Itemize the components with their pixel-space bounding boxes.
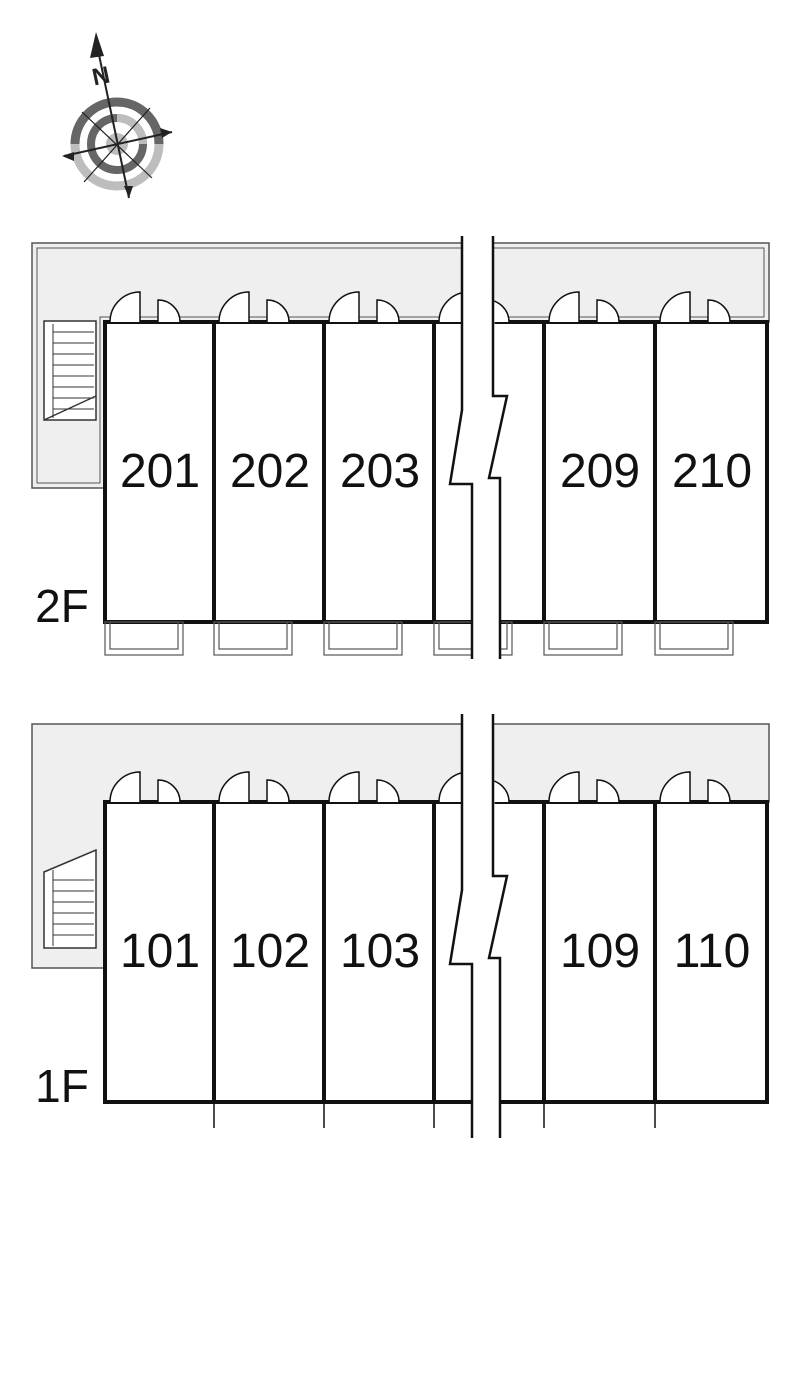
floor-1f: 101 102 103 109 110 1F — [31, 714, 770, 1138]
omission-break-1f — [448, 714, 509, 1138]
unit-209: 209 — [560, 445, 640, 498]
staircase-1f — [43, 848, 97, 949]
staircase-2f — [43, 320, 97, 421]
floor-label-1f: 1F — [35, 1060, 89, 1112]
unit-103: 103 — [340, 925, 420, 978]
unit-109: 109 — [560, 925, 640, 978]
floor-label-2f: 2F — [35, 580, 89, 632]
unit-210: 210 — [672, 445, 752, 498]
unit-201: 201 — [120, 445, 200, 498]
unit-102: 102 — [230, 925, 310, 978]
omission-break-2f — [448, 236, 509, 659]
compass-north-label: N — [90, 61, 113, 91]
unit-110: 110 — [674, 925, 751, 978]
unit-203: 203 — [340, 445, 420, 498]
unit-101: 101 — [120, 925, 200, 978]
unit-202: 202 — [230, 445, 310, 498]
compass-rose-icon: N — [62, 32, 173, 199]
floor-2f: 201 202 203 209 210 2F — [31, 236, 770, 659]
